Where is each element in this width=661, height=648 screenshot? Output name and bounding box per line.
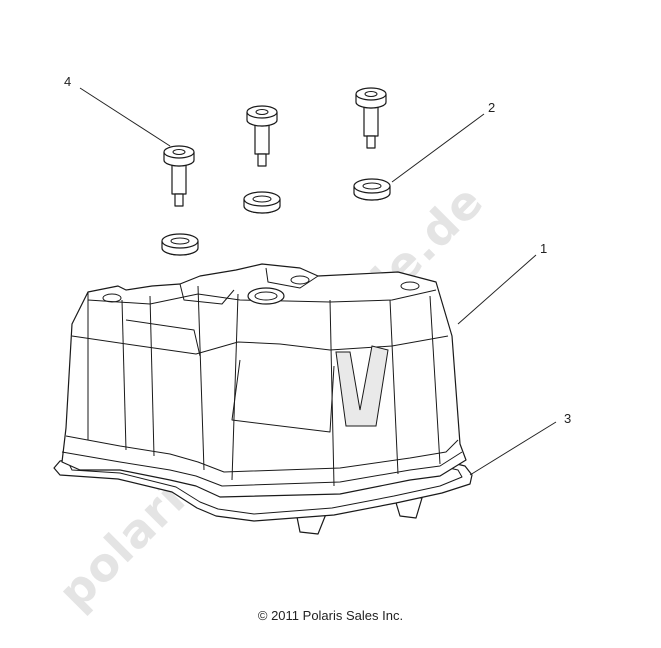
- copyright-notice: © 2011 Polaris Sales Inc.: [257, 608, 404, 623]
- leader-line-3: [469, 421, 557, 476]
- callout-1: 1: [540, 241, 547, 256]
- callout-3: 3: [564, 411, 571, 426]
- leader-line-4: [79, 87, 171, 147]
- leader-line-1: [457, 254, 537, 325]
- callout-2: 2: [488, 100, 495, 115]
- bolt-part-4: [163, 87, 387, 207]
- leader-line-2: [391, 113, 485, 183]
- grommet-part-2: [161, 178, 391, 256]
- callout-4: 4: [64, 74, 71, 89]
- valve-cover-part-1: [61, 263, 467, 498]
